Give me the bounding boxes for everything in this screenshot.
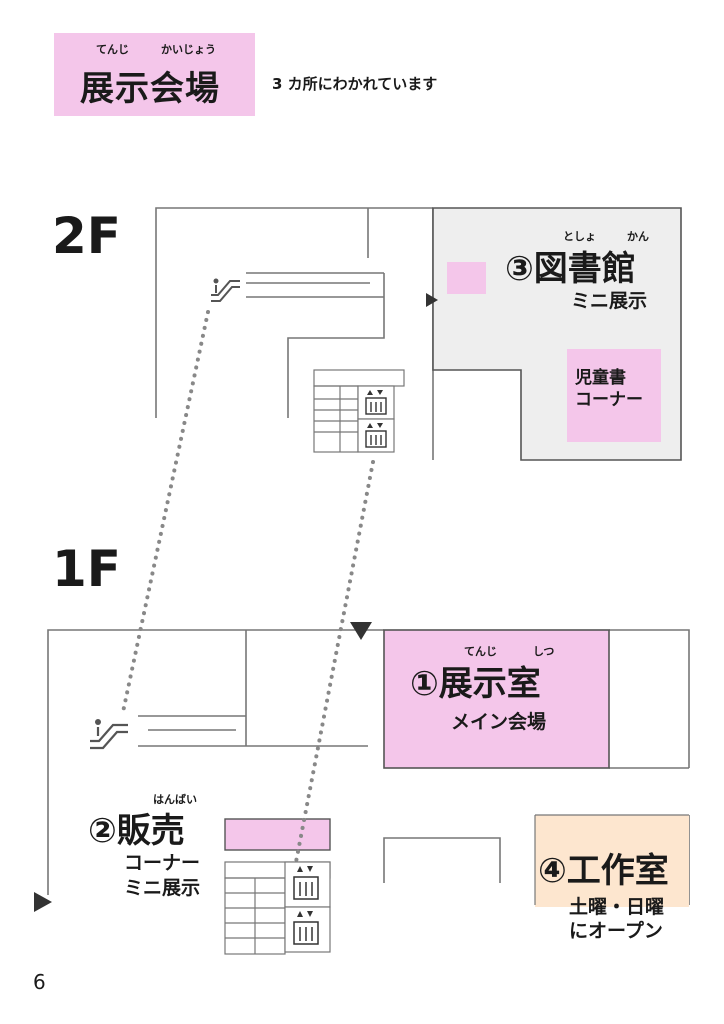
floor-1f-plan: [47, 629, 690, 905]
kids-corner-line1: 児童書: [575, 368, 626, 388]
workshop-room: [535, 815, 689, 907]
floor-label-1f: 1F: [52, 540, 121, 598]
library-ruby-2: かん: [627, 230, 649, 243]
header-title-box: てんじ かいじょう 展示会場: [54, 33, 255, 116]
library-sub-label: ミニ展示: [571, 290, 648, 312]
escalator-icon: [211, 278, 240, 302]
exhibition-label: ①展示室: [410, 664, 541, 704]
floor-label-2f: 2F: [52, 207, 121, 265]
workshop-sub-label-1: 土曜・日曜: [569, 896, 665, 918]
entrance-arrow-icon: [350, 622, 372, 640]
kids-corner-line2: コーナー: [575, 390, 643, 410]
page-title: 展示会場: [80, 69, 220, 109]
workshop-sub-label-2: にオープン: [569, 920, 663, 942]
library-label: ③図書館: [505, 249, 636, 289]
page-number: 6: [33, 970, 46, 994]
exhibition-ruby-1: てんじ: [464, 645, 497, 658]
exhibition-sub-label: メイン会場: [451, 711, 547, 733]
shop-ruby: はんばい: [153, 793, 197, 806]
entrance-arrow-icon: [426, 293, 438, 307]
shop-sub-label-1: コーナー: [124, 852, 201, 874]
exhibition-room: [383, 629, 610, 769]
exhibition-ruby-2: しつ: [533, 645, 555, 658]
escalator-route: [121, 310, 210, 714]
elevator-icon: [284, 906, 331, 953]
elevator-icon: [284, 861, 331, 908]
shop-counter-area: [224, 818, 331, 851]
title-ruby-1: てんじ: [96, 43, 129, 56]
entrance-arrow-icon: [34, 892, 52, 912]
workshop-label: ④工作室: [538, 851, 669, 891]
title-ruby-2: かいじょう: [161, 43, 216, 56]
elevator-icon: [357, 418, 395, 453]
kids-corner-area: [567, 349, 661, 442]
library-mini-exhibit-area: [447, 262, 486, 294]
shop-label: ②販売: [88, 811, 185, 851]
escalator-icon: [90, 719, 128, 750]
shop-sub-label-2: ミニ展示: [124, 877, 201, 899]
header-note: 3 カ所にわかれています: [272, 75, 438, 93]
elevator-icon: [357, 385, 395, 420]
library-ruby-1: としょ: [563, 230, 596, 243]
elevator-route: [294, 460, 375, 864]
